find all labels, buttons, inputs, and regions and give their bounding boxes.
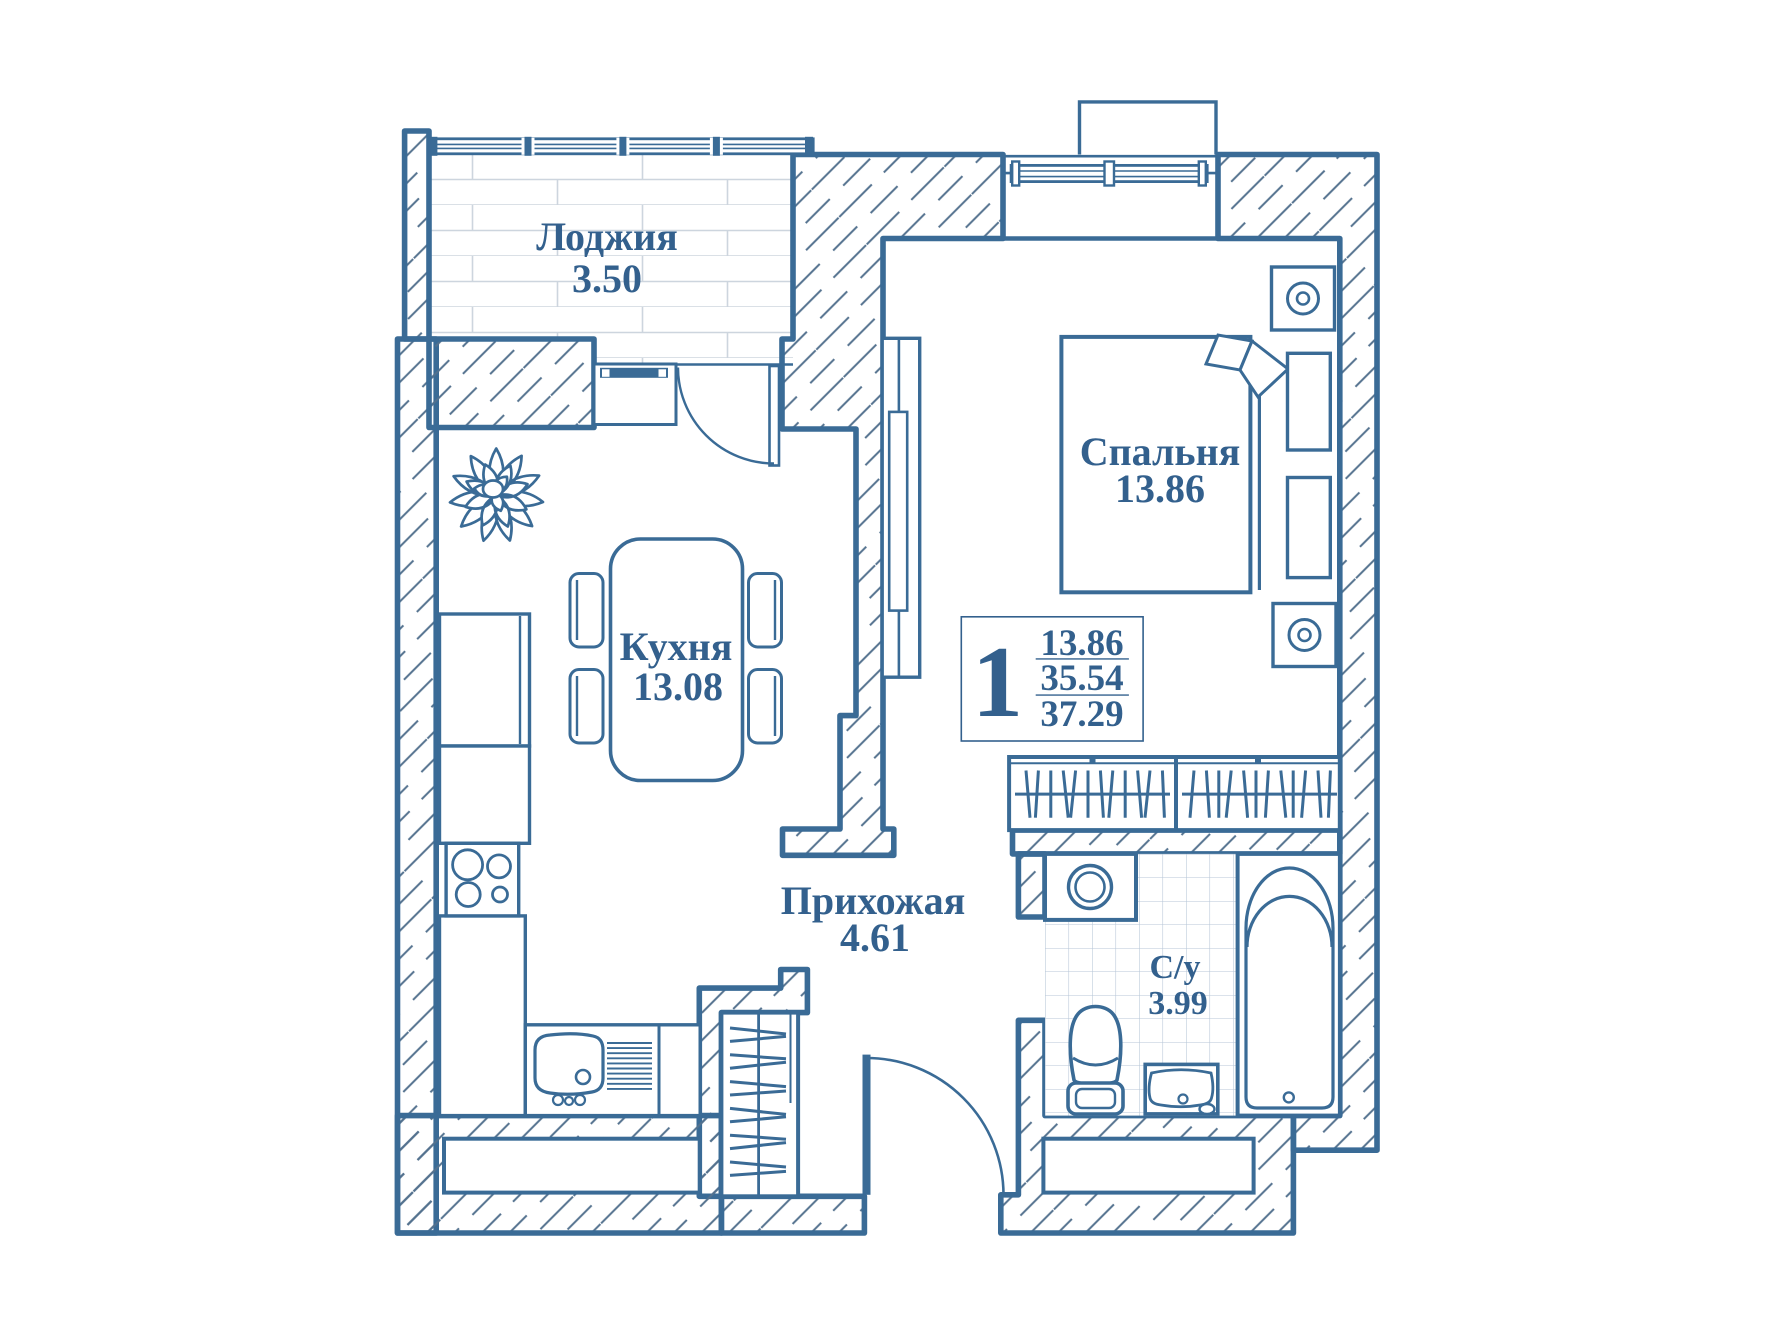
- svg-text:4.61: 4.61: [840, 915, 910, 960]
- svg-text:13.86: 13.86: [1040, 623, 1123, 664]
- svg-text:13.08: 13.08: [633, 664, 723, 709]
- svg-text:Лоджия: Лоджия: [536, 214, 678, 259]
- svg-text:Прихожая: Прихожая: [781, 878, 966, 923]
- svg-text:37.29: 37.29: [1040, 694, 1123, 735]
- svg-text:3.99: 3.99: [1148, 985, 1208, 1022]
- svg-text:13.86: 13.86: [1115, 466, 1205, 511]
- svg-text:Кухня: Кухня: [620, 624, 733, 669]
- svg-text:Спальня: Спальня: [1080, 429, 1241, 474]
- svg-text:1: 1: [972, 626, 1023, 739]
- svg-text:3.50: 3.50: [572, 256, 642, 301]
- svg-text:35.54: 35.54: [1040, 658, 1123, 699]
- svg-text:С/у: С/у: [1150, 949, 1201, 986]
